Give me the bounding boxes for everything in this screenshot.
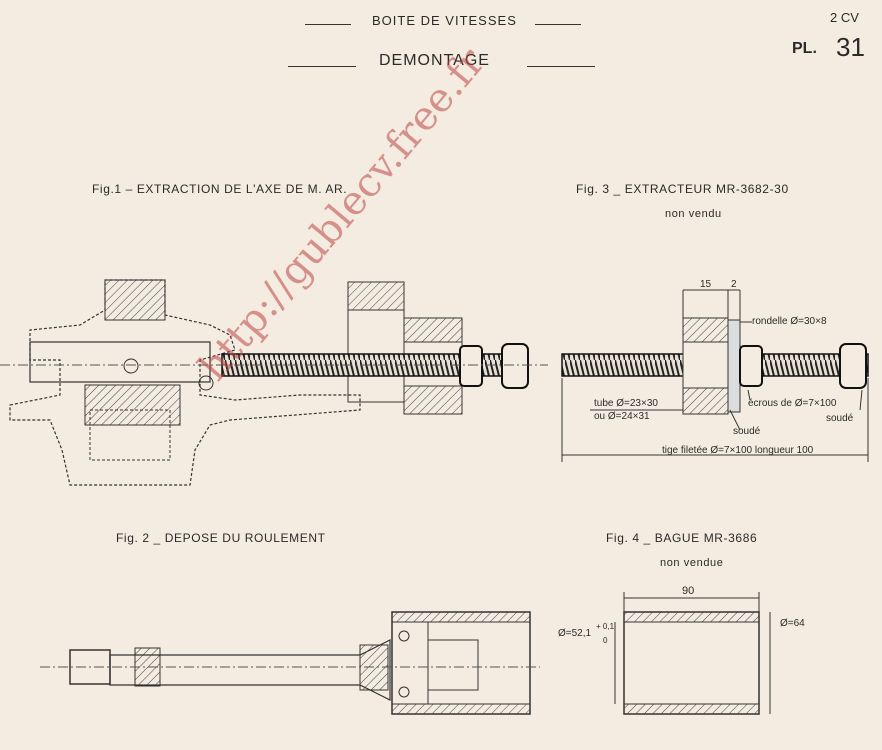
fig4-dim-tol2: 0 [603, 636, 608, 645]
fig4-dim-inner: Ø=52,1 [558, 628, 592, 639]
fig3-subcaption: non vendu [665, 208, 722, 220]
fig4-dim-length: 90 [682, 585, 695, 597]
fig2-drawing [40, 611, 540, 715]
fig4-drawing [614, 592, 771, 715]
fig4-dim-tol: + 0,1 [596, 622, 615, 631]
fig4-subcaption: non vendue [660, 557, 724, 569]
fig2-caption: Fig. 2 _ DEPOSE DU ROULEMENT [116, 531, 326, 545]
header-rule-right [535, 24, 581, 25]
fig3-label-rondelle: rondelle Ø=30×8 [752, 316, 827, 327]
fig3-dim-a: 15 [700, 279, 712, 290]
model-label: 2 CV [830, 10, 859, 25]
fig4-caption: Fig. 4 _ BAGUE MR-3686 [606, 531, 758, 545]
fig3-label-soude1: soudé [733, 426, 761, 437]
header-rule-left [305, 24, 351, 25]
title-rule-left [288, 66, 356, 67]
fig1-drawing [0, 279, 548, 486]
fig3-label-tube1: tube Ø=23×30 [594, 398, 658, 409]
fig3-label-ecrous: écrous de Ø=7×100 [748, 398, 837, 409]
fig3-dim-b: 2 [731, 279, 737, 290]
fig3-label-soude2: soudé [826, 413, 854, 424]
fig3-caption: Fig. 3 _ EXTRACTEUR MR-3682-30 [576, 182, 789, 196]
fig3-label-tube2: ou Ø=24×31 [594, 411, 650, 422]
fig4-dim-outer: Ø=64 [780, 618, 805, 629]
title-rule-right [527, 66, 595, 67]
fig3-drawing [561, 289, 869, 462]
page-title: DEMONTAGE [379, 52, 490, 69]
section-title: BOITE DE VITESSES [372, 13, 517, 28]
fig3-label-tige: tige filetée Ø=7×100 longueur 100 [662, 445, 814, 456]
fig1-caption: Fig.1 – EXTRACTION DE L'AXE DE M. AR. [92, 182, 348, 196]
plate-number: 31 [836, 32, 865, 62]
plate-prefix: PL. [792, 40, 817, 57]
